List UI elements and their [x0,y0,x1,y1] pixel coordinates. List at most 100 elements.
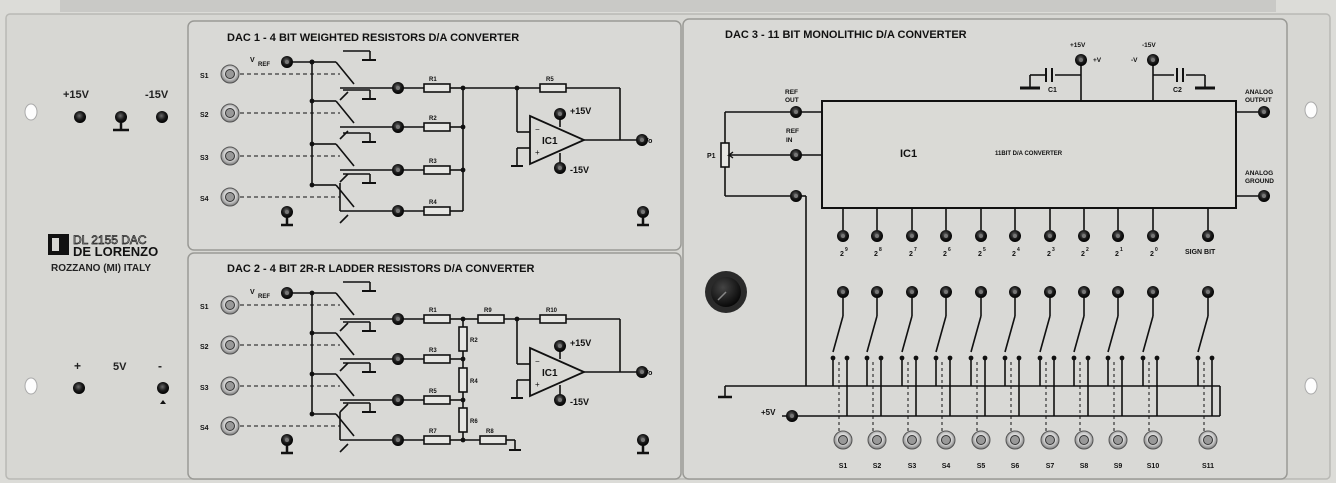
supply-5v-pos-jack[interactable] [73,382,85,394]
dac1-neg-supply-jack[interactable] [554,162,566,174]
dac2-shunt-resistor-2 [458,367,468,393]
dac3-switch-jack-8[interactable] [1078,286,1090,298]
dac3-ground-jack[interactable] [790,190,802,202]
dac3-switch-jack-11-center [1206,290,1210,294]
dac3-bit-base-9: 2 [1115,251,1119,258]
dac3-switch-10[interactable] [1143,430,1163,450]
dac1-bit-jack-1[interactable] [392,82,404,94]
dac3-switch-jack-7[interactable] [1044,286,1056,298]
dac3-switch-2[interactable] [867,430,887,450]
dac3-switch-2-lever [872,435,882,445]
dac3-bit-output-jack-6[interactable] [1009,230,1021,242]
dac2-neg-supply-jack[interactable] [554,394,566,406]
dac3-bit-output-jack-9[interactable] [1112,230,1124,242]
dac3-switch-1[interactable] [833,430,853,450]
dac2-switch-4[interactable] [220,416,240,436]
dac3-bit-exp-4: 6 [948,247,951,253]
dac1-switch-4[interactable] [220,187,240,207]
dac3-ref-out-jack[interactable] [790,106,802,118]
dac1-switch-1[interactable] [220,64,240,84]
dac1-bit-jack-2[interactable] [392,121,404,133]
supply-5v-neg-jack[interactable] [157,382,169,404]
dac2-switch-3[interactable] [220,376,240,396]
dac2-vref-jack[interactable] [281,287,293,299]
dac3-bit-output-jack-4-center [944,234,948,238]
dac3-switch-5[interactable] [971,430,991,450]
dac3-switch-jack-6[interactable] [1009,286,1021,298]
dac3-switch-label-10: S10 [1147,463,1160,470]
wire [339,173,349,183]
dac3-analog-ground-jack-center [1262,194,1266,198]
dac1-resistor-label-4: R4 [429,200,437,206]
dac2-switch-1[interactable] [220,295,240,315]
dac1-switch-3[interactable] [220,146,240,166]
dac3-ref-in-jack[interactable] [790,149,802,161]
p1-label: P1 [707,153,716,160]
dac1-resistor-label-3: R3 [429,159,437,165]
dac2-bit-jack-1[interactable] [392,313,404,325]
wire [339,91,349,101]
dac3-pos15-jack[interactable] [1075,54,1087,66]
dac2-pos-supply-jack[interactable] [554,340,566,352]
dac3-bit-base-1: 2 [840,251,844,258]
dac3-switch-jack-10[interactable] [1147,286,1159,298]
dac3-switch-4[interactable] [936,430,956,450]
dac1-vneg-label: -15V [570,165,589,175]
dac1-feedback-resistor [539,83,567,93]
dac3-switch-8[interactable] [1074,430,1094,450]
dac3-switch-jack-2[interactable] [871,286,883,298]
dac1-bit-jack-4[interactable] [392,205,404,217]
dac1-switch-label-2: S2 [200,112,209,119]
dac1-ground-jack-right[interactable] [637,206,649,218]
ref-out-label-1: REF [785,89,798,96]
dac3-bit-output-jack-4[interactable] [940,230,952,242]
dac3-switch-3-lever [907,435,917,445]
dac3-bit-output-jack-10[interactable] [1147,230,1159,242]
dac2-bit-jack-2[interactable] [392,353,404,365]
dac3-neg15-jack[interactable] [1147,54,1159,66]
dac3-bit-output-jack-8[interactable] [1078,230,1090,242]
dac3-switch-jack-4[interactable] [940,286,952,298]
dac3-switch-3[interactable] [902,430,922,450]
supply-ground-jack[interactable] [113,111,129,132]
dac1-ground-jack-left[interactable] [281,206,293,218]
dac3-analog-ground-jack[interactable] [1258,190,1270,202]
dac3-ic-desc: 11BIT D/A CONVERTER [995,151,1063,157]
dac3-switch-jack-3[interactable] [906,286,918,298]
dac3-plus5v-jack[interactable] [786,410,798,422]
cap-neg-pin: -V [1131,57,1138,64]
dac3-switch-11[interactable] [1198,430,1218,450]
dac2-ground-jack-right[interactable] [637,434,649,446]
dac1-title: DAC 1 - 4 BIT WEIGHTED RESISTORS D/A CON… [227,32,519,44]
dac2-vref-jack-center [285,291,289,295]
dac1-vref-jack[interactable] [281,56,293,68]
dac2-switch-2[interactable] [220,335,240,355]
dac2-bit-jack-4[interactable] [392,434,404,446]
dac1-vo-jack[interactable] [636,134,648,146]
dac3-bit-output-jack-5[interactable] [975,230,987,242]
dac1-pos-supply-jack[interactable] [554,108,566,120]
dac3-switch-7[interactable] [1040,430,1060,450]
dac1-bit-jack-3[interactable] [392,164,404,176]
supply-pos15-jack[interactable] [74,111,86,123]
dac3-bit-output-jack-3[interactable] [906,230,918,242]
dac3-switch-jack-1[interactable] [837,286,849,298]
dac3-bit-output-jack-11[interactable] [1202,230,1214,242]
dac2-vo-jack[interactable] [636,366,648,378]
dac3-analog-output-jack[interactable] [1258,106,1270,118]
dac3-bit-output-jack-2[interactable] [871,230,883,242]
dac2-ground-jack-left[interactable] [281,434,293,446]
dac3-switch-6[interactable] [1005,430,1025,450]
dac3-switch-9[interactable] [1108,430,1128,450]
supply-neg15-jack[interactable] [156,111,168,123]
dac1-switch-2[interactable] [220,103,240,123]
dac3-switch-jack-5[interactable] [975,286,987,298]
dac3-bit-output-jack-7[interactable] [1044,230,1056,242]
dac1-switch-2-lever [225,108,235,118]
dac2-bit-jack-3[interactable] [392,394,404,406]
dac3-bit-output-jack-1[interactable] [837,230,849,242]
dac3-switch-jack-9[interactable] [1112,286,1124,298]
dac3-switch-jack-11[interactable] [1202,286,1214,298]
p1-adjust-knob[interactable] [705,271,747,313]
